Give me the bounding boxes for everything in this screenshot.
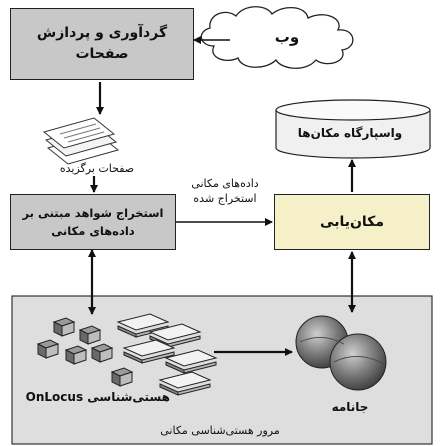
collect-process-label: گردآوری و پردازش صفحات [36, 25, 168, 62]
ontology-review-label: مرور هستی‌شناسی مکانی [160, 424, 280, 437]
database-cylinder-icon [275, 99, 431, 159]
extracted-data-label: داده‌های مکانی استخراج شده [191, 177, 259, 206]
gazetteer-spheres-icon [295, 315, 387, 391]
gazetteer-label: جانامه [331, 400, 369, 414]
cloud-icon [200, 6, 354, 69]
ontology-label: هستی‌شناسی OnLocus [25, 390, 170, 404]
repository-label: واسپارگاه مکان‌ها [297, 126, 403, 140]
selected-pages-label: صفحات برگزیده [59, 162, 135, 175]
extract-evidence-label: استخراج شواهد مبتنی بر داده‌های مکانی [22, 205, 164, 238]
document-stack-icon [42, 117, 120, 165]
ontology-boxes-icon [36, 313, 218, 396]
geolocation-label: مکان‌یابی [320, 214, 384, 230]
web-label: وب [274, 28, 300, 46]
collect-process-box: گردآوری و پردازش صفحات [10, 8, 194, 80]
geolocation-box: مکان‌یابی [274, 194, 430, 250]
extract-evidence-box: استخراج شواهد مبتنی بر داده‌های مکانی [10, 194, 176, 250]
